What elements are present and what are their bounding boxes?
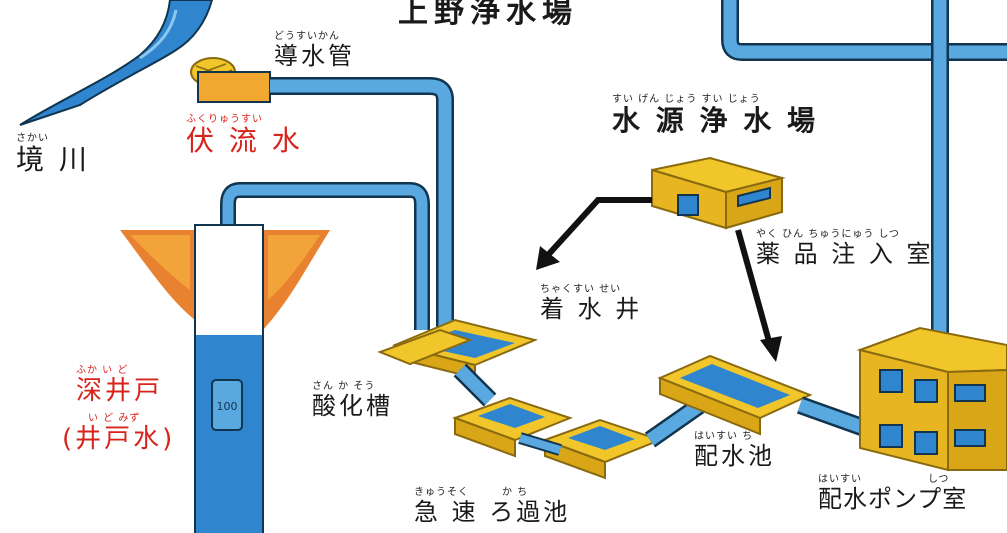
deep-well: 100 <box>194 224 264 533</box>
label-sankaso: さん か そう 酸化槽 <box>312 381 393 420</box>
pump-room-building <box>856 326 1007 472</box>
ruby-dosuikan: どうすいかん <box>274 31 340 42</box>
label-fukaido: ふか い ど 深井戸 <box>76 365 164 406</box>
text-dosuikan: 導水管 <box>274 42 355 70</box>
label-sakaigawa: さかい 境 川 <box>16 134 90 174</box>
label-kyusoku: きゅうそく か ち 急 速 ろ過池 <box>414 487 571 526</box>
pump-gauge: 100 <box>217 400 238 413</box>
text-sankaso: 酸化槽 <box>312 392 393 420</box>
text-pump: 配水ポンプ室 <box>818 485 968 513</box>
ruby-sankaso: さん か そう <box>312 381 376 392</box>
ruby-haisuichi: はいすい ち <box>694 431 754 442</box>
ruby-idomizu: い ど みず <box>88 413 141 424</box>
ground <box>120 230 330 330</box>
label-chakusuisei: ちゃくすい せい 着 水 井 <box>540 284 643 323</box>
chemical-arrows <box>536 197 782 362</box>
label-haisuichi: はいすい ち 配水池 <box>694 431 775 470</box>
ruby-pump: はいすい しつ <box>818 474 950 485</box>
text-fukaido: 深井戸 <box>76 376 164 406</box>
underflow-pipe <box>197 71 271 103</box>
ruby-kyusoku: きゅうそく か ち <box>414 487 529 498</box>
label-pump: はいすい しつ 配水ポンプ室 <box>818 474 968 513</box>
text-haisuichi: 配水池 <box>694 442 775 470</box>
ruby-yakuhin: やく ひん ちゅうにゅう しつ <box>756 229 900 240</box>
source-plant-building <box>651 156 786 230</box>
label-suigen: すい げん じょう すい じょう 水 源 浄 水 場 <box>612 95 818 135</box>
text-kyusoku: 急 速 ろ過池 <box>414 498 571 526</box>
rapid-filter <box>452 396 663 480</box>
text-fukuryusui: 伏 流 水 <box>186 124 303 157</box>
text-chakusuisei: 着 水 井 <box>540 295 643 323</box>
label-yakuhin: やく ひん ちゅうにゅう しつ 薬 品 注 入 室 <box>756 229 934 268</box>
label-dosuikan: どうすいかん 導水管 <box>274 31 355 70</box>
text-idomizu: (井戸水) <box>62 424 176 454</box>
text-suigen: 水 源 浄 水 場 <box>612 104 818 137</box>
ruby-fukuryusui: ふくりゅうすい <box>186 114 263 125</box>
ruby-suigen: すい げん じょう すい じょう <box>612 94 761 105</box>
ruby-fukaido: ふか い ど <box>76 365 129 376</box>
text-sakaigawa: 境 川 <box>16 143 90 176</box>
page-title: 上野浄水場 <box>398 0 578 30</box>
oxidation-tank <box>377 328 473 366</box>
label-idomizu: い ど みず (井戸水) <box>62 413 176 454</box>
ruby-sakaigawa: さかい <box>16 133 49 144</box>
river <box>19 0 214 126</box>
text-yakuhin: 薬 品 注 入 室 <box>756 240 934 268</box>
distribution-pipes <box>721 0 1007 340</box>
label-fukuryusui: ふくりゅうすい 伏 流 水 <box>186 115 303 155</box>
ruby-chakusuisei: ちゃくすい せい <box>540 284 622 295</box>
distribution-reservoir <box>657 354 813 436</box>
